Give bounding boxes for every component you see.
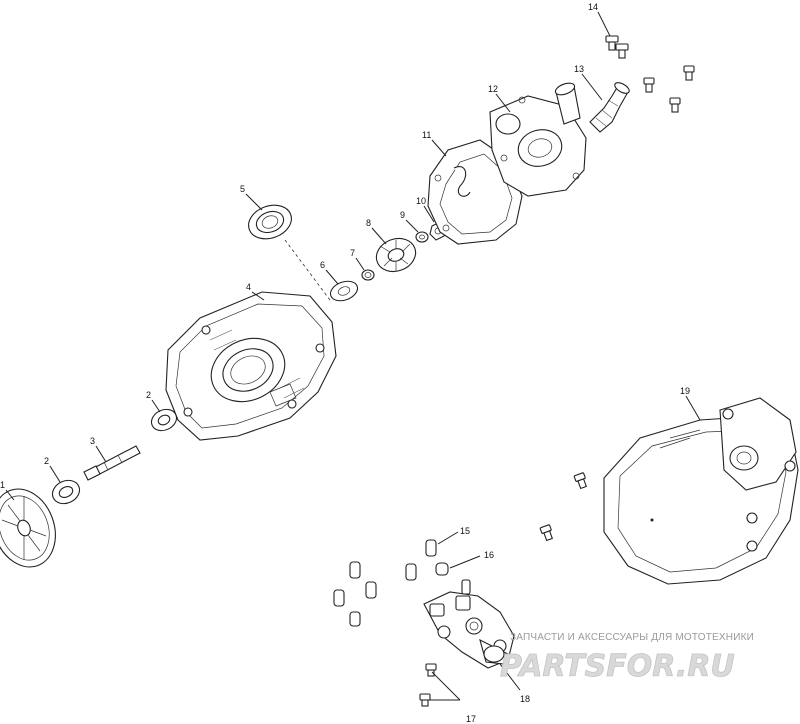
part-5-seal [248,204,292,240]
part-7-ring [361,269,375,281]
callout-14: 14 [588,2,598,12]
callout-13: 13 [574,64,584,74]
part-17-bolts [419,663,437,707]
watermark-brand: PARTSFOR.RU [500,649,735,684]
callout-10: 10 [416,196,426,206]
callout-19: 19 [680,386,690,396]
watermark: ЗАПЧАСТИ И АКСЕССУАРЫ ДЛЯ МОТОТЕХНИКИ PA… [500,632,754,684]
part-8-impeller [375,237,417,273]
part-16-pin [435,562,449,576]
part-12-pump-cover [489,82,587,197]
callout-11: 11 [422,130,431,140]
part-2-bearing-lower [51,479,81,505]
part-6-washer [329,280,359,302]
callout-16: 16 [484,550,494,560]
callout-8: 8 [366,218,371,228]
callout-17: 17 [466,714,476,724]
part-19-engine-cover [603,397,799,585]
part-15-dowel-pins [333,539,437,627]
leader-lines [5,11,701,701]
callout-5: 5 [240,184,245,194]
callout-7: 7 [350,248,355,258]
callout-6: 6 [320,260,325,270]
part-1-sprocket [0,488,56,568]
part-13-elbow-fitting [589,82,630,133]
callout-3: 3 [90,436,95,446]
callout-2-lower: 2 [44,456,49,466]
loose-bolts-right [539,472,588,542]
callout-18: 18 [520,694,530,704]
callout-1: 1 [0,480,5,490]
callout-labels: 1 2 2 3 4 5 6 7 8 9 10 11 12 13 14 15 16… [0,2,690,724]
watermark-tagline: ЗАПЧАСТИ И АКСЕССУАРЫ ДЛЯ МОТОТЕХНИКИ [510,632,754,643]
callout-2-upper: 2 [146,390,151,400]
part-4-pump-housing [165,291,337,441]
part-14-bolts [605,35,695,113]
part-9-washer [415,231,429,243]
part-18-bracket-assembly [423,579,515,669]
callout-15: 15 [460,526,470,536]
part-3-shaft [83,445,141,481]
callout-9: 9 [400,210,405,220]
callout-4: 4 [246,282,251,292]
callout-12: 12 [488,84,498,94]
